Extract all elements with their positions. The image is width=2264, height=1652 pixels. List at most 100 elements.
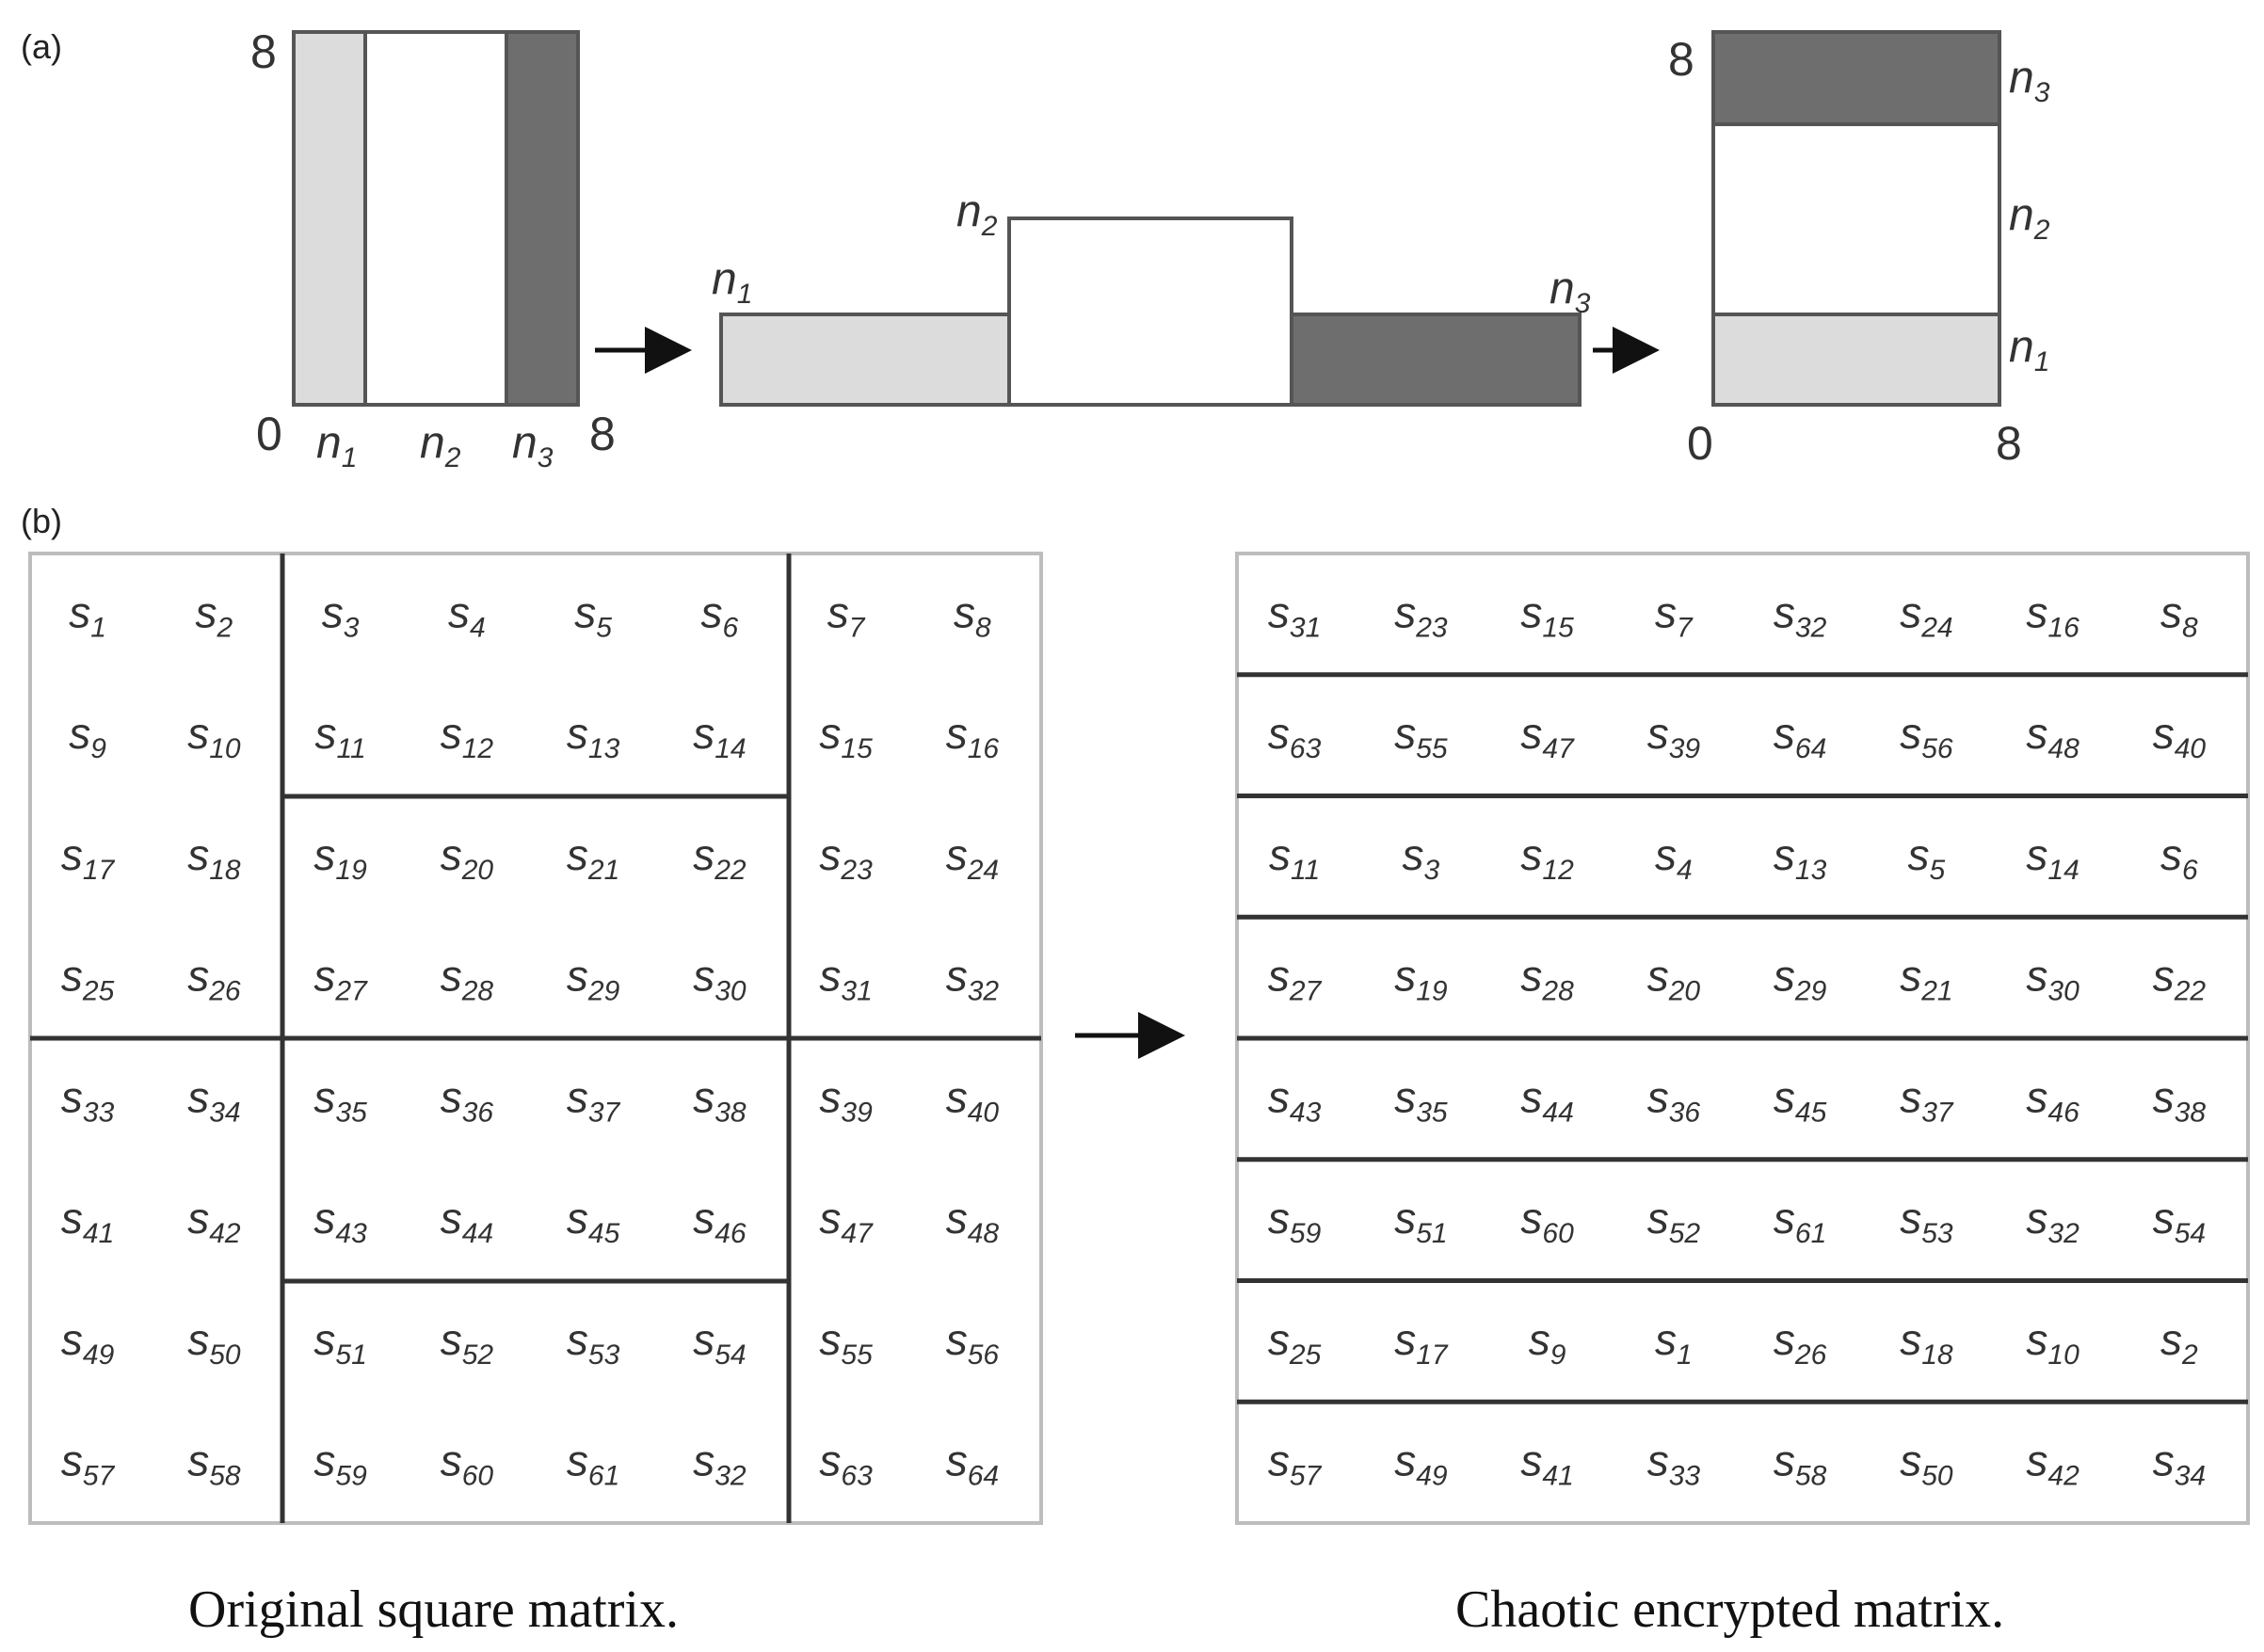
original-cell: s50 — [187, 1315, 241, 1371]
cell-symbol: s — [1520, 1436, 1542, 1485]
cell-symbol: s — [819, 952, 841, 1001]
cell-index: 8 — [975, 612, 991, 643]
cell-index: 7 — [849, 612, 866, 643]
encrypted-cell: s28 — [1520, 952, 1574, 1007]
strip-n1 — [292, 30, 367, 407]
cell-index: 41 — [1542, 1461, 1573, 1492]
cell-symbol: s — [187, 1072, 209, 1121]
cell-symbol: s — [693, 1072, 715, 1121]
original-cell: s48 — [946, 1194, 1000, 1249]
encrypted-cell: s46 — [2026, 1072, 2079, 1128]
original-cell: s29 — [567, 952, 620, 1007]
cell-symbol: s — [567, 1194, 588, 1243]
original-cell: s14 — [693, 709, 746, 764]
original-cell: s24 — [946, 830, 999, 886]
cell-symbol: s — [1774, 709, 1795, 758]
cell-symbol: s — [61, 1315, 83, 1364]
encrypted-cell: s48 — [2026, 709, 2079, 764]
cell-index: 24 — [967, 855, 999, 886]
cell-symbol: s — [2026, 1436, 2047, 1485]
cell-symbol: s — [315, 709, 337, 758]
encrypted-cell: s9 — [1529, 1315, 1566, 1371]
cell-symbol: s — [1520, 1072, 1542, 1121]
original-cell: s39 — [819, 1072, 873, 1128]
cell-symbol: s — [1900, 709, 1921, 758]
original-cell: s35 — [313, 1072, 367, 1128]
cell-symbol: s — [1268, 952, 1290, 1001]
cell-index: 1 — [90, 612, 106, 643]
cell-index: 2 — [2181, 1339, 2198, 1371]
encrypted-cell: s43 — [1268, 1072, 1322, 1128]
original-cell: s20 — [441, 830, 494, 886]
cell-index: 57 — [1290, 1461, 1323, 1492]
cell-index: 54 — [2175, 1218, 2206, 1249]
cell-index: 22 — [2174, 976, 2207, 1007]
cell-index: 60 — [462, 1461, 494, 1492]
cell-index: 44 — [462, 1218, 493, 1249]
encrypted-cell: s16 — [2026, 587, 2079, 643]
cell-index: 17 — [1416, 1339, 1449, 1371]
cell-index: 11 — [337, 733, 366, 764]
cell-index: 42 — [2047, 1461, 2079, 1492]
encrypted-cell: s49 — [1394, 1436, 1448, 1492]
cell-index: 37 — [588, 1097, 621, 1128]
cell-symbol: s — [187, 830, 209, 879]
cell-symbol: s — [322, 587, 344, 636]
original-cell: s54 — [693, 1315, 746, 1371]
cell-index: 20 — [1668, 976, 1701, 1007]
cell-index: 14 — [715, 733, 746, 764]
cell-index: 37 — [1921, 1097, 1954, 1128]
original-cell: s63 — [819, 1436, 873, 1492]
axis-label-8-right: 8 — [589, 408, 616, 460]
cell-index: 58 — [209, 1461, 241, 1492]
encrypted-cell: s8 — [2160, 587, 2198, 643]
panel-b-label: (b) — [21, 502, 62, 540]
cell-symbol: s — [313, 1436, 335, 1485]
encrypted-cell: s34 — [2153, 1436, 2206, 1492]
cell-symbol: s — [954, 587, 975, 636]
encrypted-cell: s58 — [1774, 1436, 1827, 1492]
cell-index: 12 — [1542, 855, 1574, 886]
original-cell: s46 — [693, 1194, 747, 1249]
cell-index: 33 — [83, 1097, 115, 1128]
original-cell: s45 — [567, 1194, 620, 1249]
cell-index: 3 — [344, 612, 360, 643]
cell-index: 32 — [715, 1461, 747, 1492]
h-label-n1: n1 — [712, 254, 752, 310]
cell-symbol: s — [61, 1072, 83, 1121]
original-cell: s15 — [819, 709, 873, 764]
label-n2: n2 — [420, 418, 461, 473]
cell-index: 28 — [461, 976, 494, 1007]
encrypted-cell: s55 — [1394, 709, 1448, 764]
cell-index: 38 — [715, 1097, 747, 1128]
cell-index: 26 — [1794, 1339, 1827, 1371]
cell-symbol: s — [567, 1315, 588, 1364]
cell-index: 30 — [2047, 976, 2079, 1007]
cell-index: 19 — [335, 855, 367, 886]
cell-symbol: s — [1529, 1315, 1550, 1364]
original-cell: s28 — [441, 952, 494, 1007]
caption-encrypted: Chaotic encrypted matrix. — [1455, 1580, 2004, 1639]
encrypted-cell: s11 — [1269, 830, 1320, 886]
original-cell: s36 — [441, 1072, 494, 1128]
cell-index: 53 — [1921, 1218, 1953, 1249]
cell-index: 13 — [1795, 855, 1827, 886]
cell-index: 59 — [335, 1461, 367, 1492]
original-cell: s42 — [187, 1194, 241, 1249]
cell-index: 6 — [2182, 855, 2198, 886]
cell-index: 25 — [82, 976, 115, 1007]
cell-symbol: s — [693, 1194, 715, 1243]
cell-symbol: s — [693, 952, 715, 1001]
cell-symbol: s — [61, 1436, 83, 1485]
cell-index: 4 — [470, 612, 486, 643]
cell-symbol: s — [441, 830, 462, 879]
cell-symbol: s — [1655, 587, 1677, 636]
cell-symbol: s — [2026, 1072, 2047, 1121]
encrypted-cell: s39 — [1647, 709, 1701, 764]
axis-label-8-top: 8 — [250, 25, 277, 78]
original-cell: s59 — [313, 1436, 367, 1492]
cell-index: 36 — [462, 1097, 494, 1128]
cell-index: 32 — [2047, 1218, 2079, 1249]
cell-index: 54 — [715, 1339, 746, 1371]
